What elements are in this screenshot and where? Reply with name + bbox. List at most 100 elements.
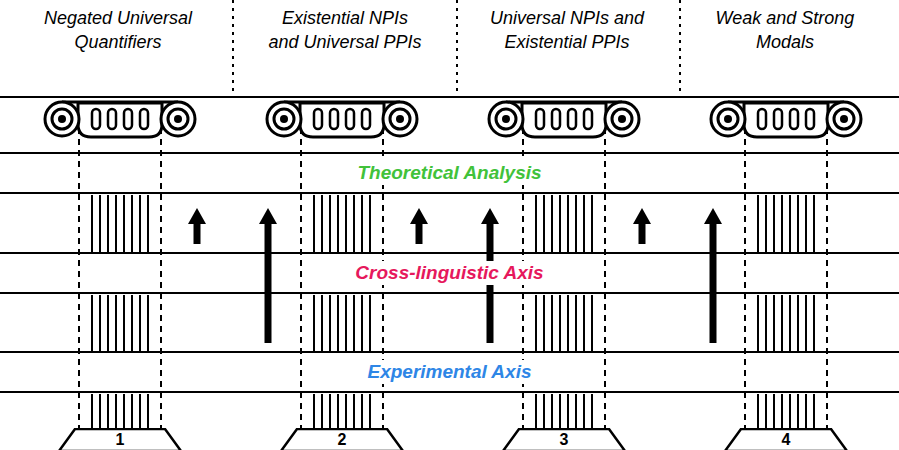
column-fluting [353,394,355,428]
volute [280,115,288,123]
arrow-connector [416,224,423,244]
arrow-connector [194,224,201,244]
column-separator [456,0,458,95]
capital-slot [536,109,544,129]
volute [396,115,404,123]
column-fluting [139,295,141,351]
volute [612,109,632,129]
column-fluting [91,195,93,252]
arrow-connector [710,224,717,343]
column-fluting [773,295,775,351]
column-separator [232,0,234,95]
base-outline [503,429,625,450]
column-separator [679,0,681,95]
column-fluting [575,394,577,428]
capital-band [62,101,178,104]
volute [834,109,854,129]
axis-band: Cross-linguistic Axis [0,252,899,294]
column-fluting [139,394,141,428]
column-fluting [147,195,149,252]
column-fluting [369,195,371,252]
column-heading: Universal NPIs and Existential PPIs [487,6,647,54]
column-fluting [345,195,347,252]
column-number: 4 [782,428,791,450]
column-fluting [361,394,363,428]
column-fluting [757,295,759,351]
capital-slot [124,109,132,129]
volute [168,109,188,129]
volute [45,102,79,136]
column-fluting [107,394,109,428]
column-base: 4 [724,428,848,450]
column-fluting [91,394,93,428]
column-fluting [765,394,767,428]
volute [718,109,738,129]
capital-slot [552,109,560,129]
column-fluting [329,394,331,428]
column-fluting [535,295,537,351]
column-fluting [583,295,585,351]
capital-slot [584,109,592,129]
column-fluting [781,295,783,351]
capital-slot [330,109,338,129]
column-fluting [99,295,101,351]
axis-label: Cross-linguistic Axis [349,261,549,285]
capital-slot [774,109,782,129]
column-fluting [131,295,133,351]
volute [496,109,516,129]
base-outline [281,429,403,450]
ionic-column [45,102,195,428]
column-fluting [575,295,577,351]
capital-band [728,101,844,104]
column-fluting [361,295,363,351]
column-fluting [337,295,339,351]
column-fluting [147,295,149,351]
column-fluting [789,394,791,428]
column-fluting [123,394,125,428]
column-fluting [369,295,371,351]
column-fluting [123,295,125,351]
capital-echinus [78,103,162,137]
column-fluting [567,195,569,252]
volute [711,102,745,136]
column-heading: Existential NPIs and Universal PPIs [266,6,424,54]
axis-label: Experimental Axis [361,360,537,384]
column-fluting [551,394,553,428]
column-fluting [115,295,117,351]
column-fluting [91,295,93,351]
capital-echinus [300,103,384,137]
capital-slot [108,109,116,129]
column-fluting [813,195,815,252]
column-number: 2 [338,428,347,450]
volute [618,115,626,123]
capital-echinus [522,103,606,137]
volute [274,109,294,129]
volute [174,115,182,123]
column-heading: Negated Universal Quantifiers [18,6,218,54]
column-fluting [329,195,331,252]
column-fluting [535,394,537,428]
column-fluting [789,195,791,252]
base-outline [725,429,847,450]
volute [52,109,72,129]
volute [840,115,848,123]
column-fluting [115,195,117,252]
column-fluting [345,295,347,351]
axis-band: Experimental Axis [0,351,899,393]
column-number: 1 [116,428,125,450]
column-fluting [147,394,149,428]
column-fluting [551,195,553,252]
capital-slot [362,109,370,129]
column-number: 3 [560,428,569,450]
capital-slot [314,109,322,129]
column-fluting [131,394,133,428]
column-fluting [805,195,807,252]
column-fluting [575,195,577,252]
column-fluting [591,195,593,252]
column-fluting [313,295,315,351]
column-base: 3 [502,428,626,450]
column-fluting [321,195,323,252]
column-fluting [781,195,783,252]
column-outline [604,128,606,428]
